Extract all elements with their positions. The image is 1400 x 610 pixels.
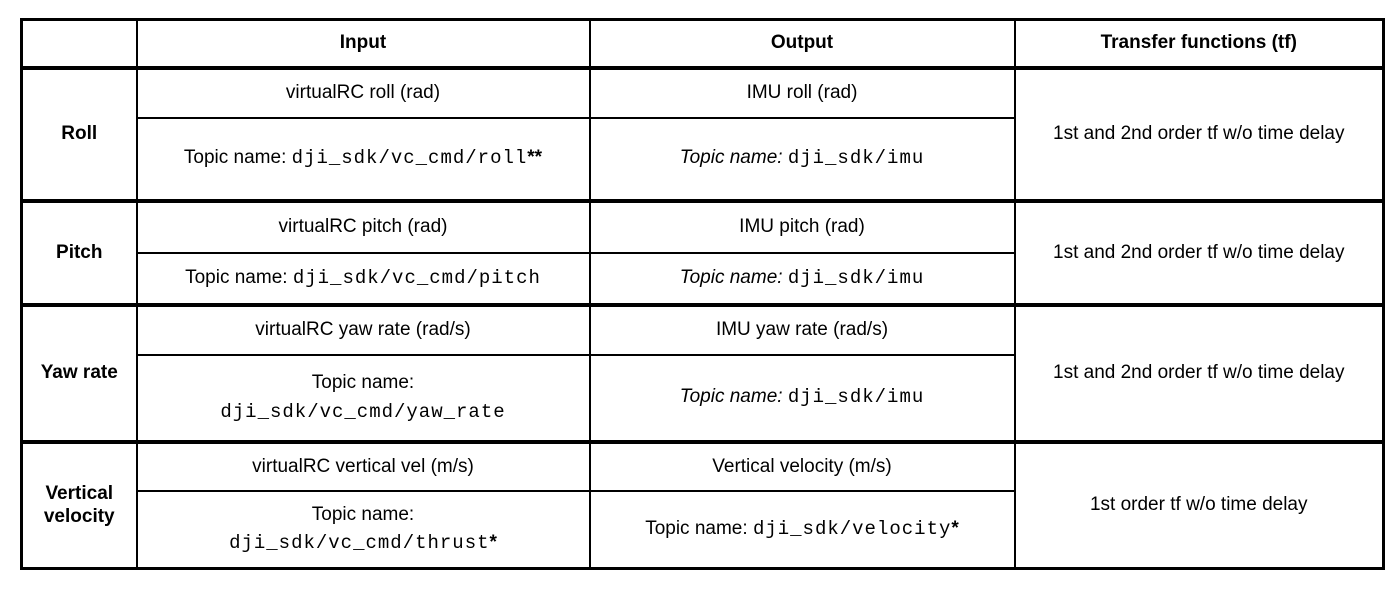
tf-pitch: 1st and 2nd order tf w/o time delay: [1013, 198, 1385, 306]
footnote-marker: *: [951, 518, 959, 539]
output-topic-pitch: Topic name: dji_sdk/imu: [588, 251, 1016, 306]
topic-name-label: Topic name:: [645, 518, 753, 539]
table-row-roll-signal: Roll virtualRC roll (rad) IMU roll (rad)…: [20, 65, 1385, 202]
footnote-marker: *: [489, 532, 497, 554]
corner-cell: [20, 18, 138, 69]
table-row-pitch-topic: Topic name: dji_sdk/vc_cmd/pitch Topic n…: [22, 251, 1384, 306]
topic-name-label: Topic name:: [183, 147, 292, 169]
row-label-yaw-rate: Yaw rate: [20, 302, 138, 443]
output-signal-pitch: IMU pitch (rad): [588, 198, 1016, 254]
header-transfer-functions: Transfer functions (tf): [1013, 18, 1385, 69]
table-row-yaw-signal: Yaw rate virtualRC yaw rate (rad/s) IMU …: [20, 302, 1385, 443]
topic-path: dji_sdk/velocity: [752, 518, 952, 540]
topic-name-label: Topic name:: [679, 386, 788, 408]
table-row-pitch-signal: Pitch virtualRC pitch (rad) IMU pitch (r…: [20, 198, 1385, 306]
tf-yaw-rate: 1st and 2nd order tf w/o time delay: [1013, 302, 1385, 443]
table-row-roll-topic: Topic name: dji_sdk/vc_cmd/roll** Topic …: [22, 116, 1384, 202]
row-label-vertical-velocity: Vertical velocity: [20, 439, 138, 570]
input-topic-vertical-velocity: Topic name: dji_sdk/vc_cmd/thrust*: [135, 489, 591, 570]
output-signal-vertical-velocity: Vertical velocity (m/s): [588, 439, 1016, 492]
topic-name-label: Topic name:: [185, 266, 293, 288]
tf-vertical-velocity: 1st order tf w/o time delay: [1013, 439, 1385, 570]
topic-name-label: Topic name:: [311, 503, 415, 525]
topic-path: dji_sdk/imu: [787, 147, 925, 170]
topic-path: dji_sdk/vc_cmd/yaw_rate: [220, 400, 506, 423]
input-topic-pitch: Topic name: dji_sdk/vc_cmd/pitch: [135, 251, 591, 306]
table-header-row: Input Output Transfer functions (tf): [20, 18, 1385, 69]
input-signal-roll: virtualRC roll (rad): [135, 65, 591, 119]
topic-name-label: Topic name:: [679, 147, 788, 169]
output-topic-roll: Topic name: dji_sdk/imu: [588, 116, 1016, 202]
topic-path: dji_sdk/vc_cmd/roll: [291, 147, 528, 170]
input-topic-roll: Topic name: dji_sdk/vc_cmd/roll**: [135, 116, 591, 202]
io-transfer-functions-table: Input Output Transfer functions (tf) Rol…: [20, 18, 1385, 570]
topic-name-label: Topic name:: [311, 372, 415, 393]
output-signal-roll: IMU roll (rad): [588, 65, 1016, 119]
input-topic-yaw: Topic name: dji_sdk/vc_cmd/yaw_rate: [135, 353, 591, 443]
table-row-vertical-velocity-topic: Topic name:dji_sdk/vc_cmd/thrust* Topic …: [22, 489, 1384, 570]
header-input: Input: [135, 18, 591, 69]
table-row-vertical-velocity-signal: Vertical velocity virtualRC vertical vel…: [20, 439, 1385, 570]
header-output: Output: [588, 18, 1016, 69]
topic-path: dji_sdk/vc_cmd/pitch: [292, 266, 541, 289]
row-label-pitch: Pitch: [20, 198, 138, 306]
table-row-yaw-topic: Topic name: dji_sdk/vc_cmd/yaw_rate Topic…: [22, 353, 1384, 443]
row-label-roll: Roll: [20, 65, 138, 202]
topic-path: dji_sdk/imu: [787, 386, 925, 409]
output-topic-yaw: Topic name: dji_sdk/imu: [588, 353, 1016, 443]
input-signal-pitch: virtualRC pitch (rad): [135, 198, 591, 254]
input-signal-yaw: virtualRC yaw rate (rad/s): [135, 302, 591, 356]
input-signal-vertical-velocity: virtualRC vertical vel (m/s): [135, 439, 591, 492]
topic-path: dji_sdk/imu: [787, 266, 925, 289]
footnote-marker: **: [527, 147, 543, 169]
topic-path: dji_sdk/vc_cmd/thrust: [229, 532, 490, 555]
topic-name-label: Topic name:: [679, 266, 788, 288]
tf-roll: 1st and 2nd order tf w/o time delay: [1013, 65, 1385, 202]
output-topic-vertical-velocity: Topic name: dji_sdk/velocity*: [588, 489, 1016, 570]
output-signal-yaw: IMU yaw rate (rad/s): [588, 302, 1016, 356]
